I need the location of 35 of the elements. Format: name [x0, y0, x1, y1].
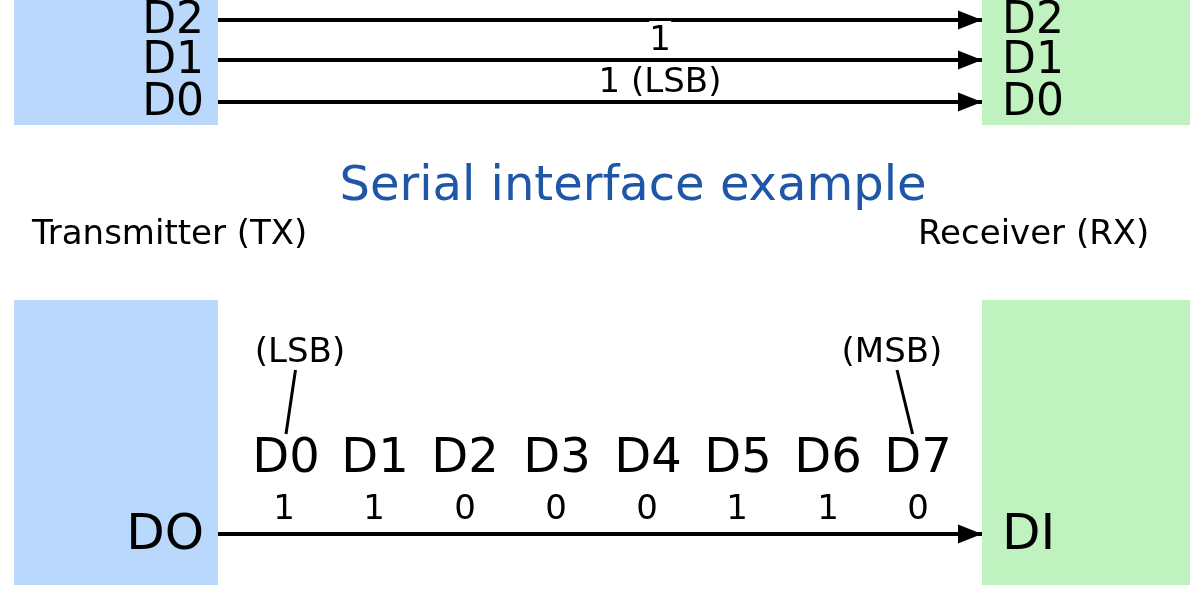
leader-line: [895, 369, 915, 435]
bit-value: 0: [454, 489, 476, 525]
block-heading: Transmitter (TX): [32, 212, 308, 252]
section-title: Serial interface example: [339, 158, 927, 208]
pin-label: DI: [982, 505, 1056, 559]
annotation-text: (MSB): [841, 332, 943, 368]
bit-value: 0: [636, 489, 658, 525]
bit-name: D5: [704, 430, 772, 480]
bit-value: 1: [817, 489, 839, 525]
pin-label: D2: [142, 0, 218, 38]
annotation-text: (LSB): [254, 332, 346, 368]
bit-name: D3: [523, 430, 591, 480]
pin-label: DO: [126, 505, 218, 559]
bit-value: 1: [363, 489, 385, 525]
arrow: [218, 50, 982, 70]
leader-line: [284, 369, 297, 435]
pin-label: D2: [982, 0, 1064, 38]
pin-label: D0: [142, 80, 218, 120]
bit-name: D6: [794, 430, 862, 480]
bit-name: D2: [431, 430, 499, 480]
bit-name: D1: [341, 430, 409, 480]
bit-name: D7: [884, 430, 952, 480]
bit-value: 0: [907, 489, 929, 525]
block-heading: Receiver (RX): [918, 212, 1150, 252]
bit-value: 1: [726, 489, 748, 525]
arrow: [218, 10, 982, 30]
pin-label: D1: [142, 38, 218, 78]
bit-name: D0: [252, 430, 320, 480]
arrow: [218, 92, 982, 112]
bit-value: 1: [273, 489, 295, 525]
bit-value: 0: [545, 489, 567, 525]
bit-name: D4: [614, 430, 682, 480]
arrow: [218, 524, 982, 544]
pin-label: D1: [982, 38, 1064, 78]
pin-label: D0: [982, 80, 1064, 120]
